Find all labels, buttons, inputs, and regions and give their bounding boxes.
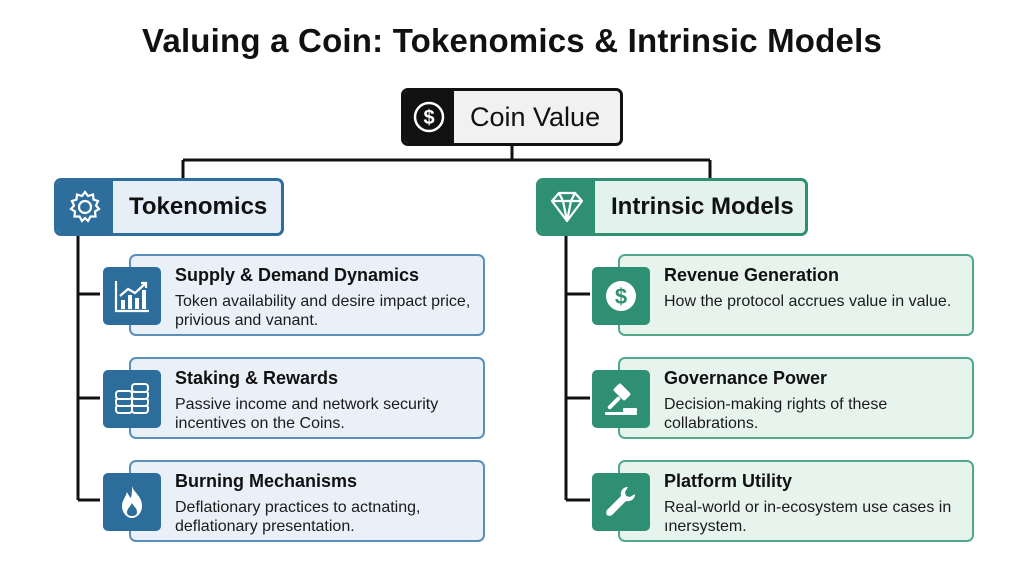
card-governance-power: Governance Power Decision-making rights …: [592, 357, 974, 439]
diagram-title: Valuing a Coin: Tokenomics & Intrinsic M…: [142, 22, 882, 59]
card-title: Governance Power: [664, 368, 828, 388]
card-platform-utility: Platform Utility Real-world or in-ecosys…: [592, 460, 974, 542]
dollar-coin-icon: $: [404, 91, 454, 143]
flame-icon: [103, 473, 161, 531]
intrinsic-connector: [564, 236, 590, 502]
card-description: Real-world or in-ecosystem use cases in …: [664, 499, 952, 535]
diamond-icon: [539, 181, 595, 233]
tokenomics-label: Tokenomics: [129, 193, 268, 220]
dollar-circle-icon: $: [592, 267, 650, 325]
card-burning-mechanisms: Burning Mechanisms Deflationary practice…: [103, 460, 485, 542]
svg-text:$: $: [615, 284, 627, 309]
card-description: Token availability and desire impact pri…: [175, 293, 471, 329]
tokenomics-node: Tokenomics: [54, 178, 284, 236]
svg-text:$: $: [423, 107, 434, 129]
card-staking-rewards: Staking & Rewards Passive income and net…: [103, 357, 485, 439]
card-description: Passive income and network security ince…: [175, 396, 439, 432]
coin-value-label: Coin Value: [470, 101, 601, 132]
coin-stack-icon: [103, 370, 161, 428]
card-title: Staking & Rewards: [175, 368, 339, 388]
wrench-icon: [592, 473, 650, 531]
intrinsic-models-node: Intrinsic Models: [536, 178, 808, 236]
card-supply-demand: Supply & Demand Dynamics Token availabil…: [103, 254, 485, 336]
card-title: Platform Utility: [664, 471, 793, 491]
card-title: Burning Mechanisms: [175, 471, 358, 491]
card-title: Revenue Generation: [664, 265, 840, 285]
gavel-icon: [592, 370, 650, 428]
card-description: Deflationary practices to actnating, def…: [175, 499, 421, 535]
intrinsic-models-label: Intrinsic Models: [611, 193, 794, 220]
chart-growth-icon: [103, 267, 161, 325]
gear-icon: [57, 181, 113, 233]
card-description: Decision-making rights of these collabra…: [664, 396, 888, 432]
coin-value-node: $ Coin Value: [401, 88, 623, 146]
root-connector: [181, 146, 712, 178]
card-description: How the protocol accrues value in value.: [664, 293, 952, 310]
card-title: Supply & Demand Dynamics: [175, 265, 420, 285]
tokenomics-connector: [76, 236, 100, 502]
card-revenue-generation: $ Revenue Generation How the protocol ac…: [592, 254, 974, 336]
